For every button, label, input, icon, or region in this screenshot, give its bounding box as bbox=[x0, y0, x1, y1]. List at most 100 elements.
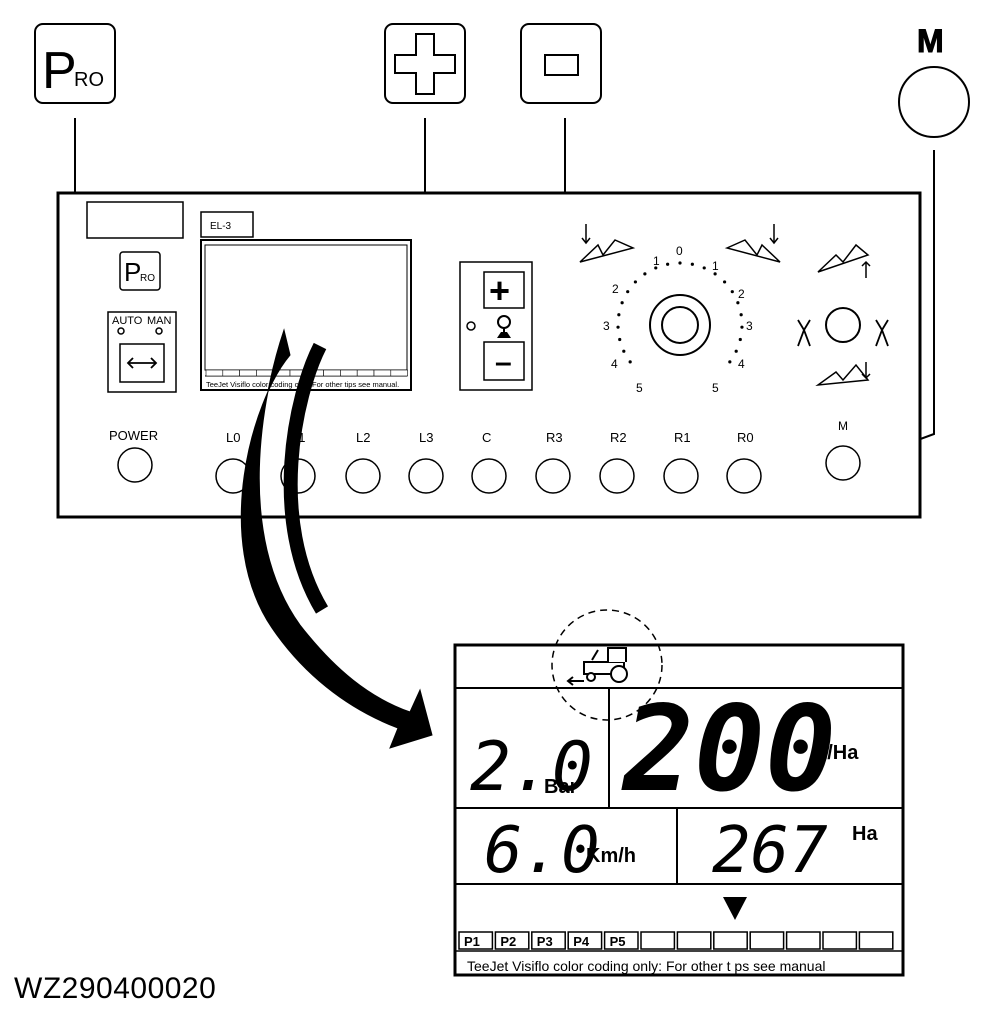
dial-number: 3 bbox=[746, 319, 753, 333]
pressure-value: 2.0 bbox=[470, 728, 593, 807]
nozzle-cell bbox=[822, 931, 858, 950]
rate-value: 200 bbox=[621, 680, 836, 818]
nozzle-cell-label: P1 bbox=[464, 934, 480, 949]
speed-value: 6.0 bbox=[484, 814, 600, 888]
section-pointer-icon bbox=[723, 897, 747, 920]
section-switch-knob[interactable] bbox=[726, 458, 762, 494]
panel-lcd-cell bbox=[222, 369, 240, 377]
section-switch-knob[interactable] bbox=[345, 458, 381, 494]
dial-number: 4 bbox=[738, 357, 745, 371]
pro-small-sublabel: RO bbox=[140, 273, 155, 284]
nozzle-cell: P4 bbox=[567, 931, 603, 950]
section-switch-2[interactable]: L2 bbox=[345, 430, 381, 494]
section-switch-label: R2 bbox=[610, 430, 627, 445]
dial-number: 5 bbox=[712, 381, 719, 395]
section-switch-4[interactable]: C bbox=[471, 430, 507, 494]
nozzle-cell-label: P3 bbox=[537, 934, 553, 949]
minus-button-small[interactable]: – bbox=[483, 341, 525, 381]
nozzle-cell bbox=[640, 931, 676, 950]
plus-button-small[interactable]: + bbox=[483, 270, 525, 311]
model-plate bbox=[200, 211, 254, 238]
section-switch-label: L2 bbox=[356, 430, 370, 445]
section-switch-label: C bbox=[482, 430, 491, 445]
mode-button-panel[interactable]: M bbox=[825, 419, 861, 481]
pro-button-small[interactable]: P RO bbox=[119, 251, 161, 291]
nozzle-cells: P1 P2 P3 P4 P5 bbox=[458, 931, 894, 950]
plus-small-label: + bbox=[489, 270, 510, 311]
section-switch-label: R1 bbox=[674, 430, 691, 445]
auto-man-switch[interactable]: AUTO MAN bbox=[107, 311, 177, 393]
auto-led bbox=[117, 327, 125, 335]
section-switch-knob[interactable] bbox=[663, 458, 699, 494]
mode-button-large[interactable]: M bbox=[898, 23, 970, 138]
dial-number: 3 bbox=[603, 319, 610, 333]
section-switch-label: R0 bbox=[737, 430, 754, 445]
pro-small-label: P bbox=[124, 257, 141, 287]
pro-button-label: P bbox=[42, 42, 77, 100]
swap-arrows-icon bbox=[126, 357, 158, 369]
section-switch-0[interactable]: L0 bbox=[215, 430, 251, 494]
auto-label: AUTO bbox=[112, 315, 143, 327]
panel-lcd-cell bbox=[205, 369, 224, 377]
section-switch-5[interactable]: R3 bbox=[535, 430, 571, 494]
dial-number: 0 bbox=[676, 244, 683, 258]
nozzle-cell bbox=[713, 931, 748, 950]
panel-lcd-cell bbox=[239, 369, 257, 377]
mode-button-label: M bbox=[917, 23, 944, 59]
minus-button-large[interactable] bbox=[520, 23, 602, 104]
boom-lower-icon bbox=[815, 362, 871, 387]
section-switch-knob[interactable] bbox=[599, 458, 635, 494]
nozzle-cell-label: P2 bbox=[500, 934, 516, 949]
nozzle-cell-label: P4 bbox=[573, 934, 590, 949]
section-switch-knob[interactable] bbox=[471, 458, 507, 494]
plus-button-large[interactable] bbox=[384, 23, 466, 104]
rate-adjust-group: + – bbox=[459, 261, 533, 391]
section-switch-6[interactable]: R2 bbox=[599, 430, 635, 494]
nozzle-cell bbox=[858, 931, 894, 950]
panel-lcd-cell bbox=[256, 369, 274, 377]
boom-height-knob[interactable] bbox=[797, 243, 889, 387]
nozzle-cell bbox=[676, 931, 712, 950]
model-label: EL-3 bbox=[210, 221, 232, 232]
power-switch[interactable]: POWER bbox=[109, 428, 158, 483]
boom-right-down-icon bbox=[724, 224, 781, 263]
nozzle-cell bbox=[785, 931, 821, 950]
pro-button-large[interactable]: P RO bbox=[34, 23, 116, 104]
label-plate bbox=[86, 201, 184, 239]
section-switch-8[interactable]: R0 bbox=[726, 430, 762, 494]
panel-lcd-cell bbox=[373, 369, 392, 377]
tractor-icon bbox=[566, 647, 628, 686]
nozzle-cell-label: P5 bbox=[610, 934, 626, 949]
power-label: POWER bbox=[109, 428, 158, 443]
section-switch-label: L0 bbox=[226, 430, 240, 445]
plus-icon bbox=[394, 33, 456, 95]
section-switch-7[interactable]: R1 bbox=[663, 430, 699, 494]
pressure-unit: Bar bbox=[544, 776, 578, 798]
man-led bbox=[155, 327, 163, 335]
fold-right-icon bbox=[875, 319, 889, 347]
panel-lcd-cell bbox=[340, 369, 358, 377]
dial-number: 2 bbox=[612, 282, 619, 296]
area-unit: Ha bbox=[852, 823, 878, 845]
section-switch-knob[interactable] bbox=[408, 458, 444, 494]
nozzle-cell: P2 bbox=[494, 931, 530, 950]
area-value: 267 bbox=[712, 814, 828, 888]
panel-lcd-cell bbox=[390, 369, 408, 377]
nozzle-cell: P1 bbox=[458, 931, 494, 950]
nozzle-cell: P3 bbox=[531, 931, 566, 950]
panel-lcd-cell bbox=[356, 369, 375, 377]
speed-unit: Km/h bbox=[586, 845, 636, 867]
boom-left-down-icon bbox=[579, 224, 636, 263]
zoom-arrow bbox=[240, 328, 433, 749]
fold-left-icon bbox=[797, 319, 811, 347]
man-label: MAN bbox=[147, 315, 172, 327]
section-switch-knob[interactable] bbox=[535, 458, 571, 494]
display-footer: TeeJet Visiflo color coding only: For ot… bbox=[467, 958, 825, 974]
section-switch-3[interactable]: L3 bbox=[408, 430, 444, 494]
boom-raise-icon bbox=[817, 243, 871, 278]
pro-button-sublabel: RO bbox=[74, 69, 104, 91]
